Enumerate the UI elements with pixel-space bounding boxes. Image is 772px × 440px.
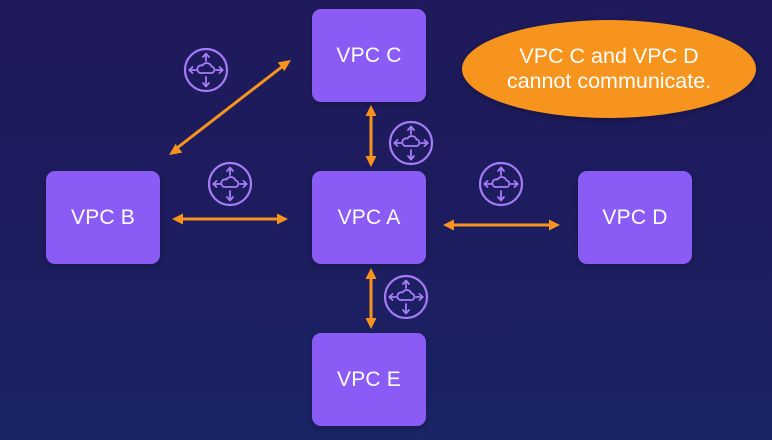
vpc-c-label: VPC C — [336, 43, 402, 67]
callout-line-2: cannot communicate. — [506, 69, 712, 93]
arrow-a-to-d — [443, 219, 560, 231]
vpc-a-label: VPC A — [337, 205, 401, 229]
vpc-e-label: VPC E — [336, 367, 402, 391]
peering-connection-icon — [207, 161, 253, 207]
arrow-a-to-e — [365, 268, 377, 329]
arrow-c-to-a — [365, 105, 377, 167]
arrow-b-to-a — [172, 213, 288, 225]
peering-connection-icon — [183, 47, 229, 93]
callout-bubble: VPC C and VPC D cannot communicate. — [462, 20, 756, 118]
callout-line-1: VPC C and VPC D — [519, 44, 699, 68]
vpc-a-box: VPC A — [312, 171, 426, 264]
vpc-d-label: VPC D — [602, 205, 668, 229]
vpc-c-box: VPC C — [312, 9, 426, 102]
vpc-e-box: VPC E — [312, 333, 426, 426]
arrow-b-to-c — [169, 60, 291, 155]
vpc-b-box: VPC B — [46, 171, 160, 264]
peering-connection-icon — [478, 161, 524, 207]
vpc-d-box: VPC D — [578, 171, 692, 264]
peering-connection-icon — [383, 274, 429, 320]
peering-connection-icon — [388, 120, 434, 166]
vpc-b-label: VPC B — [70, 205, 136, 229]
